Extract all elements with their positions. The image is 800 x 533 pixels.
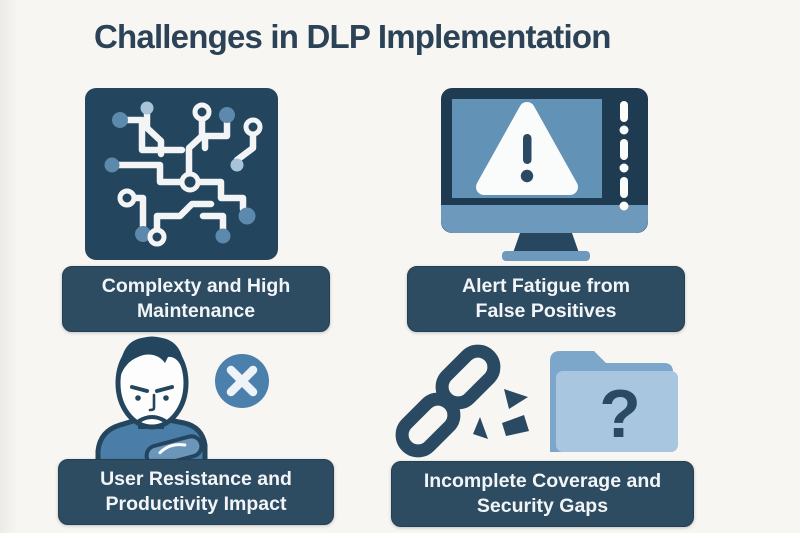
label-line: Alert Fatigue from xyxy=(462,275,630,298)
monitor-base xyxy=(502,251,590,261)
folder-question-icon: ? xyxy=(550,351,678,452)
broken-chain-folder-icon: ? xyxy=(395,344,678,458)
circuit-board-background xyxy=(85,88,278,260)
label-line: Maintenance xyxy=(136,300,256,322)
label-incomplete-coverage: Incomplete Coverage and Security Gaps xyxy=(391,461,694,527)
frustrated-user-icon xyxy=(95,336,269,463)
monitor-chin xyxy=(441,205,648,233)
label-line: User Resistance and xyxy=(100,468,292,491)
circuit-traces xyxy=(108,110,257,234)
chain-break-fragments xyxy=(473,389,529,439)
label-line: Security Gaps xyxy=(476,495,609,517)
alert-exclamation-column xyxy=(619,101,629,211)
person-hair xyxy=(119,337,185,381)
person-frown-mouth xyxy=(137,415,167,423)
label-line: Productivity Impact xyxy=(105,493,287,515)
label-line: False Positives xyxy=(475,300,617,322)
label-line: Complexty and High xyxy=(101,275,291,298)
circuit-nodes xyxy=(104,101,263,247)
label-user-resistance: User Resistance and Productivity Impact xyxy=(58,459,334,525)
question-mark-text: ? xyxy=(599,376,641,452)
circuit-board-icon xyxy=(85,88,278,260)
warning-triangle xyxy=(476,102,578,195)
page-title: Challenges in DLP Implementation xyxy=(94,18,611,55)
broken-chain-links xyxy=(395,344,501,458)
x-circle-icon xyxy=(215,354,269,408)
person-eyebrows xyxy=(130,385,174,393)
monitor-stand xyxy=(513,233,579,253)
label-alert-fatigue: Alert Fatigue from False Positives xyxy=(407,266,685,332)
label-complexity-maintenance: Complexty and High Maintenance xyxy=(62,266,330,332)
label-line: Incomplete Coverage and xyxy=(423,470,662,493)
person-figure xyxy=(95,336,208,463)
monitor-warning-icon xyxy=(441,88,648,261)
person-nose xyxy=(148,393,156,412)
